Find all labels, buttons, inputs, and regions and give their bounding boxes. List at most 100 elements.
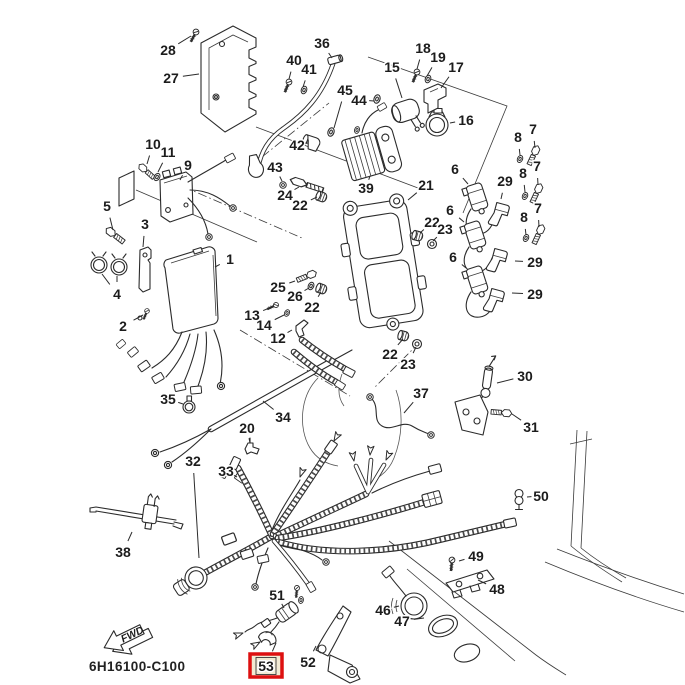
part-label-14[interactable]: 14 [255,314,285,335]
bolt-31 [490,407,513,418]
part-label-48[interactable]: 48 [477,579,506,599]
part-label-2[interactable]: 2 [118,314,144,336]
part-label-45[interactable]: 45 [333,81,354,129]
bolt-5 [103,225,127,246]
part-label-7[interactable]: 7 [528,120,539,149]
lead-wire-37 [371,398,430,435]
part-label-13[interactable]: 13 [243,306,273,325]
part-number: 46 [375,602,391,618]
part-label-12[interactable]: 12 [269,329,293,348]
part-number: 31 [523,419,539,435]
leader-line [262,306,273,312]
leader-line [496,378,514,384]
leader-line [101,273,111,285]
part-label-22[interactable]: 22 [303,291,321,317]
part-label-8[interactable]: 8 [518,164,529,193]
part-label-10[interactable]: 10 [144,135,162,165]
leader-line [178,401,184,405]
part-label-15[interactable]: 15 [383,58,403,99]
part-label-22[interactable]: 22 [419,213,441,234]
part-label-35[interactable]: 35 [159,390,184,409]
part-label-38[interactable]: 38 [114,531,132,562]
part-label-39[interactable]: 39 [357,175,375,198]
part-number: 4 [113,286,121,302]
part-label-21[interactable]: 21 [407,176,435,201]
part-label-51[interactable]: 51 [268,586,286,609]
leader-line [477,579,487,585]
part-label-28[interactable]: 28 [159,35,192,60]
part-label-8[interactable]: 8 [513,128,524,156]
part-label-1[interactable]: 1 [214,250,236,269]
part-label-16[interactable]: 16 [449,111,475,130]
part-label-46[interactable]: 46 [374,601,400,620]
clip-53 [257,631,277,646]
part-label-42[interactable]: 42 [288,136,309,155]
part-label-22[interactable]: 22 [291,196,318,215]
part-number: 22 [292,197,308,213]
part-number: 2 [119,318,127,334]
fitting-42 [302,134,321,152]
bolt-10 [136,161,157,181]
part-label-9[interactable]: 9 [179,156,194,181]
part-number: 8 [514,129,522,145]
bracket-48 [445,569,495,599]
leader-line [262,400,274,410]
terminal [382,449,394,462]
part-number: 24 [277,187,293,203]
part-label-47[interactable]: 47 [393,612,425,631]
part-number: 14 [256,317,272,333]
part-label-33[interactable]: 33 [217,462,238,481]
part-label-6[interactable]: 6 [448,248,467,269]
part-label-6[interactable]: 6 [445,201,465,223]
part-label-7[interactable]: 7 [533,199,544,228]
part-label-27[interactable]: 27 [162,69,200,88]
bolt-13 [265,300,281,313]
part-label-24[interactable]: 24 [276,186,300,205]
part-label-30[interactable]: 30 [496,367,534,386]
connector [502,517,518,529]
wire-harness-32 [197,448,510,587]
part-label-29[interactable]: 29 [496,172,514,200]
part-number: 13 [244,307,260,323]
part-label-11[interactable]: 11 [157,143,177,173]
part-label-32[interactable]: 32 [184,452,202,559]
part-label-31[interactable]: 31 [511,413,540,437]
part-label-41[interactable]: 41 [300,60,318,88]
part-label-18[interactable]: 18 [414,39,432,70]
part-label-7[interactable]: 7 [532,157,543,186]
part-label-37[interactable]: 37 [403,384,430,414]
part-label-5[interactable]: 5 [102,197,114,231]
part-label-40[interactable]: 40 [285,51,303,80]
screw-18 [408,67,422,85]
part-number: 15 [384,59,400,75]
part-label-43[interactable]: 43 [266,158,284,182]
part-label-17[interactable]: 17 [440,58,465,89]
leader-line [395,78,403,99]
part-label-8[interactable]: 8 [519,208,530,236]
part-label-52[interactable]: 52 [299,645,317,672]
leader-line [182,73,200,77]
part-label-20[interactable]: 20 [238,419,256,444]
part-label-53-highlighted[interactable]: 53 [248,642,284,679]
part-label-19[interactable]: 19 [426,48,447,77]
part-label-25[interactable]: 25 [269,278,296,297]
leader-line [511,413,522,421]
part-label-50[interactable]: 50 [526,487,550,506]
part-label-34[interactable]: 34 [262,400,292,427]
part-label-6[interactable]: 6 [450,160,469,185]
part-label-29[interactable]: 29 [511,285,544,304]
part-label-23[interactable]: 23 [432,220,454,242]
part-label-29[interactable]: 29 [514,253,544,272]
part-label-3[interactable]: 3 [140,215,151,248]
lead-wire-34 [159,349,353,463]
part-number: 43 [267,159,283,175]
ring-terminal [163,460,173,470]
part-label-44[interactable]: 44 [350,91,375,110]
part-label-36[interactable]: 36 [313,34,333,59]
part-label-22[interactable]: 22 [381,338,404,364]
terminal [296,466,307,479]
part-label-4[interactable]: 4 [101,273,123,304]
part-label-26[interactable]: 26 [286,287,310,306]
part-label-49[interactable]: 49 [458,547,485,566]
part-label-23[interactable]: 23 [399,346,417,374]
